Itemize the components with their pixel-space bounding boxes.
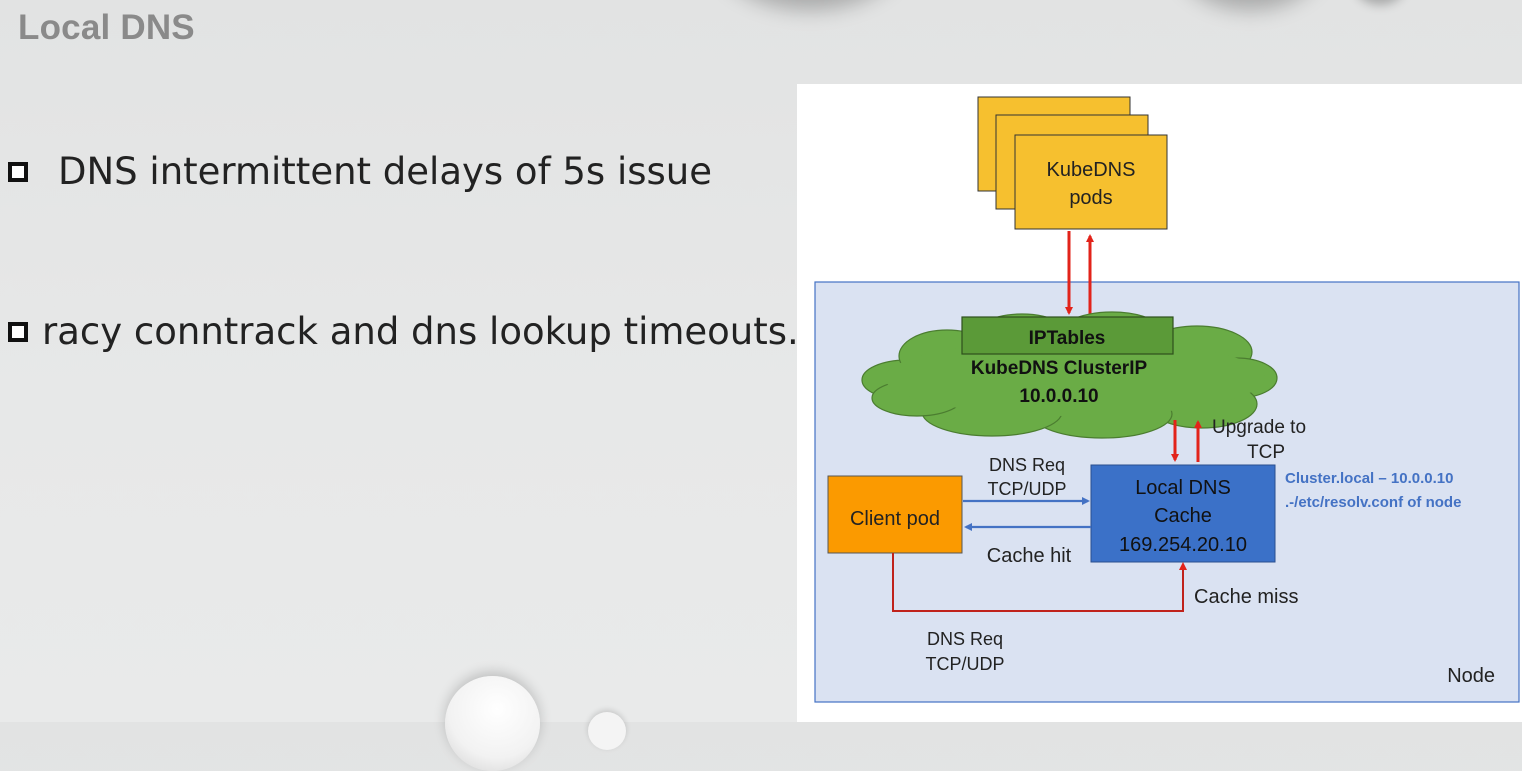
dns-architecture-diagram: KubeDNS pods IPTables KubeDNS ClusterIP … <box>814 96 1520 703</box>
node-label: Node <box>1447 665 1495 687</box>
hollow-square-bullet-icon <box>8 321 28 342</box>
bullet-text: DNS intermittent delays of 5s issue <box>58 150 712 193</box>
red-cache-miss-path <box>892 553 1187 612</box>
cluster-ip-address: 10.0.0.10 <box>1019 386 1098 407</box>
local-dns-cache-box <box>1090 464 1276 563</box>
dns-req-bottom-label: DNS Req <box>927 629 1003 649</box>
diagram-panel: KubeDNS pods IPTables KubeDNS ClusterIP … <box>797 84 1522 722</box>
client-pod-label: Client pod <box>850 508 940 530</box>
upgrade-tcp-label: TCP <box>1247 442 1285 463</box>
cluster-local-note: Cluster.local – 10.0.0.10 <box>1285 470 1453 487</box>
cluster-ip-label: KubeDNS ClusterIP <box>971 358 1148 379</box>
dns-req-top-label: DNS Req <box>989 455 1065 475</box>
kubedns-pods-label: pods <box>1069 187 1112 209</box>
decorative-bubble-bottom-small <box>588 712 626 750</box>
cluster-ip-cloud-core <box>885 340 1265 416</box>
client-pod-box <box>827 475 963 554</box>
local-dns-label: Local DNS <box>1135 477 1231 499</box>
local-dns-label: Cache <box>1154 505 1212 527</box>
dns-req-bottom-label: TCP/UDP <box>925 654 1004 674</box>
bullet-item: DNS intermittent delays of 5s issue <box>8 150 712 193</box>
cache-miss-label: Cache miss <box>1194 586 1298 608</box>
cache-hit-label: Cache hit <box>987 545 1072 567</box>
upgrade-tcp-label: Upgrade to <box>1212 417 1306 438</box>
kubedns-pods-label: KubeDNS <box>1047 159 1136 181</box>
iptables-box <box>961 316 1174 355</box>
dns-req-top-label: TCP/UDP <box>987 479 1066 499</box>
hollow-square-bullet-icon <box>8 161 28 182</box>
resolv-conf-note: .-/etc/resolv.conf of node <box>1285 494 1461 511</box>
kubedns-pod-box <box>1014 134 1168 230</box>
bullet-item: racy conntrack and dns lookup timeouts. <box>8 310 799 353</box>
iptables-label: IPTables <box>1029 328 1106 349</box>
slide-title: Local DNS <box>18 8 195 47</box>
bullet-text: racy conntrack and dns lookup timeouts. <box>42 310 799 353</box>
local-dns-address: 169.254.20.10 <box>1119 534 1247 556</box>
decorative-bubble-bottom <box>445 676 540 771</box>
